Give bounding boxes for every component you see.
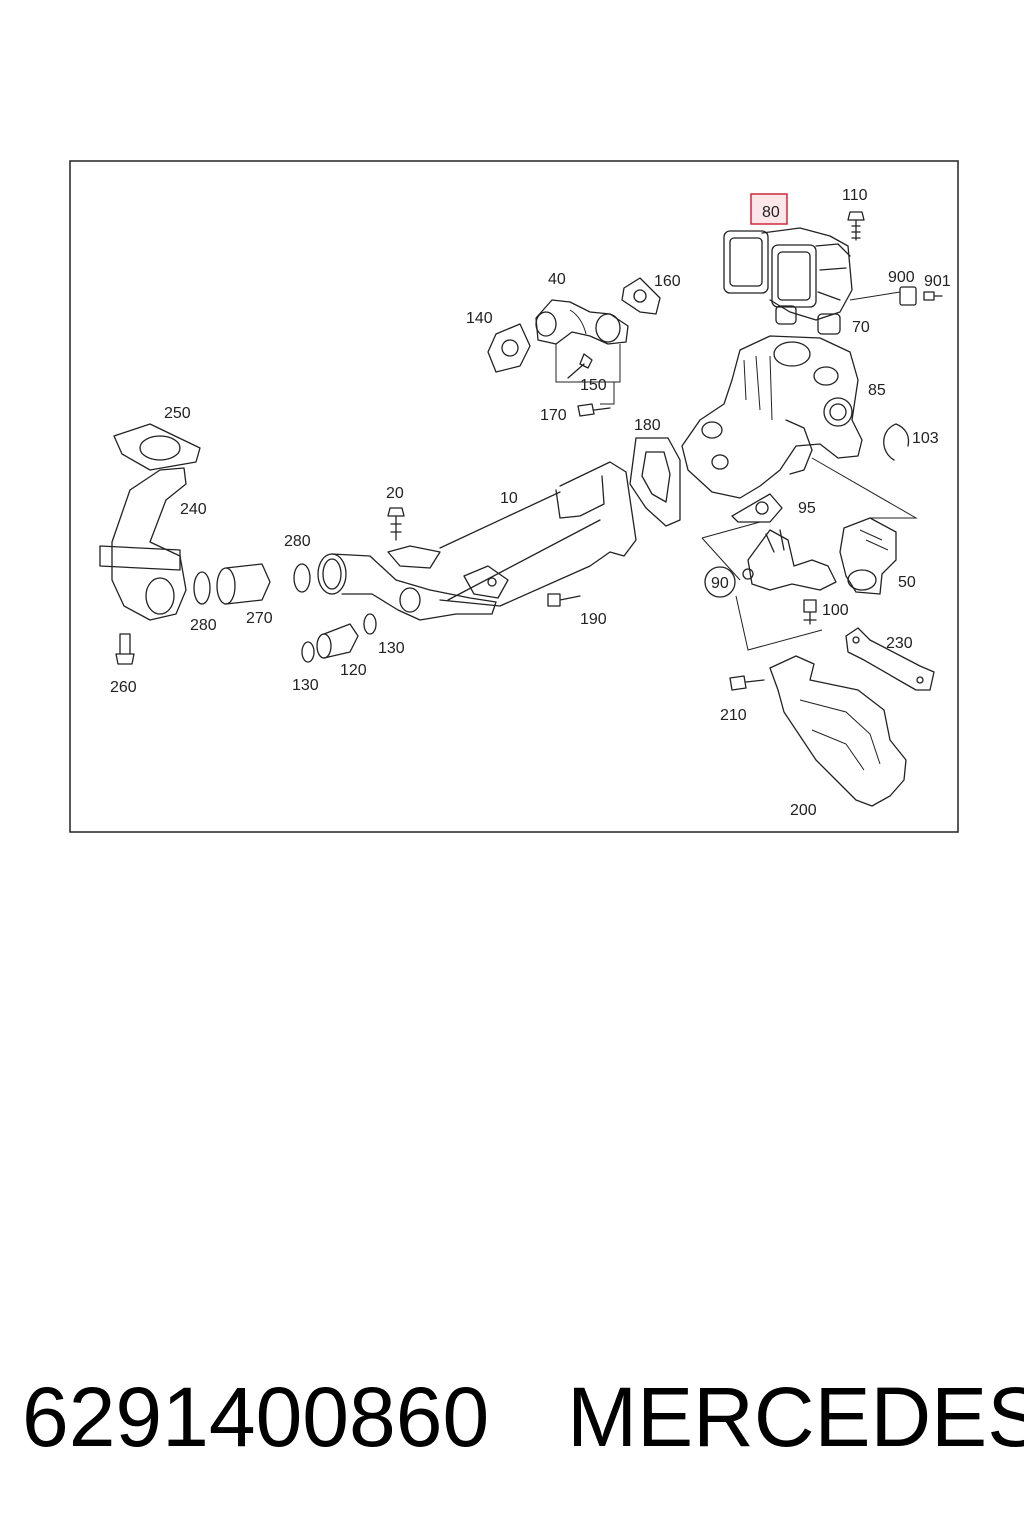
part-280-oring-a[interactable] [293, 563, 311, 593]
leader-150-170 [555, 344, 621, 405]
callout-200[interactable]: 200 [790, 802, 817, 819]
callout-85[interactable]: 85 [868, 382, 886, 399]
callout-270[interactable]: 270 [246, 610, 273, 627]
part-160-gasket[interactable] [621, 277, 661, 315]
callout-150[interactable]: 150 [580, 377, 607, 394]
part-240-elbow[interactable] [99, 467, 187, 621]
part-270-tube[interactable] [216, 563, 271, 605]
part-200-heatshield[interactable] [769, 655, 907, 807]
callout-90[interactable]: 90 [711, 575, 729, 592]
leader-90-bracket [701, 521, 823, 651]
part-20-bolt[interactable] [387, 507, 405, 541]
callout-95[interactable]: 95 [798, 500, 816, 517]
part-number: 6291400860 [22, 1370, 490, 1464]
callout-901[interactable]: 901 [924, 273, 951, 290]
part-50-throttle[interactable] [839, 517, 897, 595]
part-260-bolt[interactable] [115, 633, 135, 665]
part-280-oring-b[interactable] [193, 571, 211, 605]
callout-280-a[interactable]: 280 [284, 533, 311, 550]
callout-103[interactable]: 103 [912, 430, 939, 447]
callout-900[interactable]: 900 [888, 269, 915, 286]
callout-130-b[interactable]: 130 [292, 677, 319, 694]
callout-190[interactable]: 190 [580, 611, 607, 628]
part-170-bolt[interactable] [577, 403, 611, 417]
callout-280-b[interactable]: 280 [190, 617, 217, 634]
callout-labels: 80 110 900 901 70 40 160 140 150 85 170 … [110, 187, 951, 819]
diagram-frame [69, 160, 959, 833]
callout-120[interactable]: 120 [340, 662, 367, 679]
callout-10[interactable]: 10 [500, 490, 518, 507]
part-190-bolt[interactable] [547, 593, 581, 607]
callout-250[interactable]: 250 [164, 405, 191, 422]
part-95-gasket[interactable] [731, 493, 783, 523]
part-901-pin[interactable] [923, 291, 943, 301]
part-103-clip[interactable] [883, 423, 910, 461]
callout-170[interactable]: 170 [540, 407, 567, 424]
part-100-bolt[interactable] [803, 599, 817, 625]
part-210-bolt[interactable] [729, 675, 765, 691]
callout-50[interactable]: 50 [898, 574, 916, 591]
part-900-connector[interactable] [849, 286, 917, 306]
part-80-actuator[interactable] [723, 227, 853, 335]
part-110-bolt[interactable] [847, 211, 865, 241]
part-90-valve[interactable] [742, 529, 837, 591]
part-230-bracket[interactable] [845, 627, 935, 691]
callout-40[interactable]: 40 [548, 271, 566, 288]
callout-70[interactable]: 70 [852, 319, 870, 336]
part-180-gasket[interactable] [629, 437, 681, 527]
callout-240[interactable]: 240 [180, 501, 207, 518]
callout-140[interactable]: 140 [466, 310, 493, 327]
callout-130-a[interactable]: 130 [378, 640, 405, 657]
callout-210[interactable]: 210 [720, 707, 747, 724]
leader-85-50 [811, 457, 918, 519]
callout-230[interactable]: 230 [886, 635, 913, 652]
part-brand: MERCEDES [567, 1370, 1024, 1464]
highlight-box-80 [750, 193, 788, 225]
part-10-cooler[interactable] [387, 461, 637, 607]
callout-80[interactable]: 80 [762, 204, 780, 221]
part-85-housing[interactable] [681, 335, 863, 499]
callout-100[interactable]: 100 [822, 602, 849, 619]
part-40-pipe[interactable] [535, 299, 629, 345]
part-120-tube[interactable] [316, 623, 359, 659]
callout-160[interactable]: 160 [654, 273, 681, 290]
part-130-oring-a[interactable] [301, 641, 315, 663]
callout-20[interactable]: 20 [386, 485, 404, 502]
part-140-gasket[interactable] [487, 323, 531, 373]
callout-180[interactable]: 180 [634, 417, 661, 434]
callout-260[interactable]: 260 [110, 679, 137, 696]
part-250-gasket[interactable] [113, 423, 201, 471]
part-150-bolt[interactable] [567, 353, 593, 379]
callout-90-circle [704, 566, 736, 598]
pipe-assembly[interactable] [317, 553, 497, 621]
part-130-oring-b[interactable] [363, 613, 377, 635]
callout-110[interactable]: 110 [842, 187, 868, 204]
part-caption: 6291400860 MERCEDES [22, 1362, 1024, 1472]
